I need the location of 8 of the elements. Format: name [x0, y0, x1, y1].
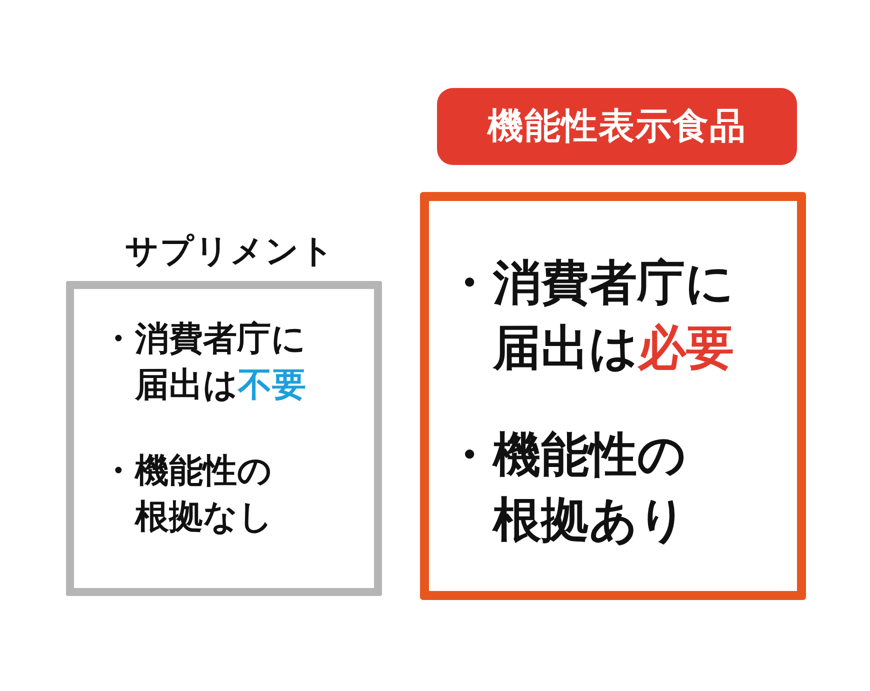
title-badge — [437, 88, 797, 165]
bullet-text: ・消費者庁に届出は必要 — [445, 254, 735, 378]
bullet-text: ・機能性の根拠なし — [101, 450, 274, 539]
bullet-text: ・消費者庁に届出は不要 — [101, 318, 307, 407]
category-title: 機能性表示食品 — [488, 105, 746, 149]
content-panel — [420, 192, 806, 600]
section-heading: サプリメント — [124, 230, 336, 272]
bullet-text: ・機能性の根拠あり — [445, 426, 688, 550]
